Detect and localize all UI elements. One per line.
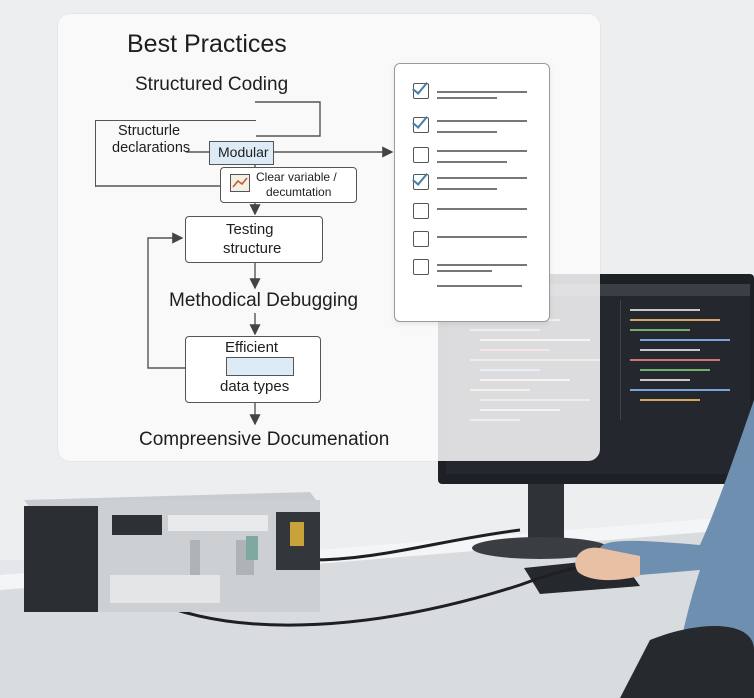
- checkbox-icon: [413, 203, 429, 219]
- text-line: [437, 97, 497, 99]
- text-line: [437, 91, 527, 93]
- checklist-item: [413, 257, 538, 287]
- checklist-item: [413, 172, 538, 192]
- declarations-label: declarations: [112, 140, 191, 156]
- checkbox-checked-icon: [413, 174, 429, 190]
- efficient-label: Efficient: [225, 339, 279, 356]
- data-types-label: data types: [220, 378, 290, 395]
- checklist-item: [413, 81, 538, 101]
- checklist-card: [394, 63, 550, 322]
- checkbox-icon: [413, 259, 429, 275]
- structure-sub-label: structure: [223, 240, 282, 257]
- checklist-item: [413, 201, 538, 221]
- text-line: [437, 236, 527, 238]
- checklist-item: [413, 229, 538, 249]
- checklist-item: [413, 115, 538, 135]
- structure-declarations-box: [95, 120, 256, 187]
- methodical-debugging-label: Methodical Debugging: [169, 290, 359, 311]
- modular-label: Modular: [218, 144, 269, 160]
- checkbox-checked-icon: [413, 83, 429, 99]
- testing-structure-box: [185, 216, 323, 263]
- chart-icon: [230, 174, 250, 192]
- text-line: [437, 177, 527, 179]
- structured-coding-label: Structured Coding: [135, 74, 289, 95]
- text-line: [437, 131, 497, 133]
- text-line: [437, 270, 492, 272]
- diagram-title: Best Practices: [127, 30, 287, 58]
- text-line: [437, 285, 522, 287]
- documentation-label: Compreensive Documenation: [139, 429, 390, 450]
- text-line: [437, 150, 527, 152]
- modular-box: [209, 141, 274, 165]
- clear-variable-label: Clear variable /: [256, 170, 337, 184]
- efficient-highlight: [226, 357, 294, 376]
- text-line: [437, 208, 527, 210]
- text-line: [437, 120, 527, 122]
- checkbox-checked-icon: [413, 117, 429, 133]
- documentation-small-label: decumtation: [266, 185, 332, 199]
- checkbox-icon: [413, 231, 429, 247]
- structure-label: Structurle: [118, 123, 181, 139]
- text-line: [437, 188, 497, 190]
- checkbox-icon: [413, 147, 429, 163]
- checklist-item: [413, 145, 538, 165]
- text-line: [437, 264, 527, 266]
- testing-label: Testing: [226, 221, 274, 238]
- text-line: [437, 161, 507, 163]
